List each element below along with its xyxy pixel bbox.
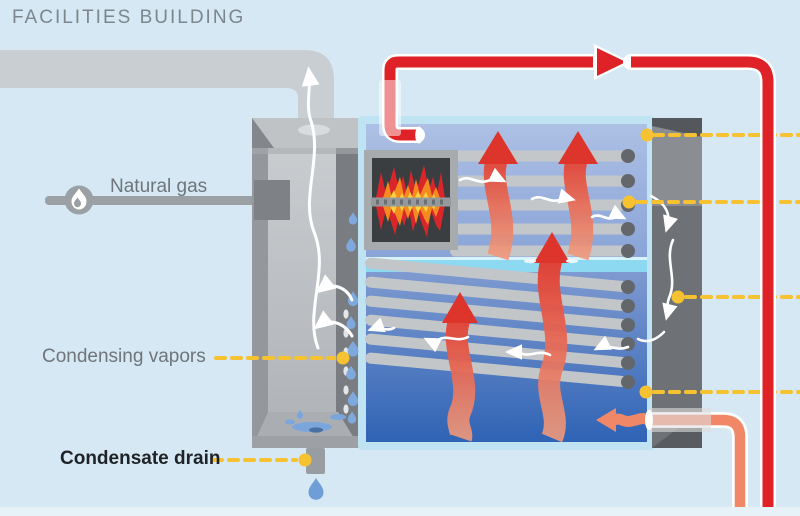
- droplet-icon: [308, 478, 324, 500]
- white-wavy-arrow-icon: [662, 238, 678, 321]
- label-natural-gas: Natural gas: [110, 176, 208, 197]
- red-wavy-arrow-icon: [483, 151, 514, 261]
- flue-flow-arrows: [367, 167, 630, 360]
- flue-rise-arrows: [301, 66, 354, 350]
- white-wavy-arrow-icon: [423, 335, 470, 353]
- pipe-sleeve: [649, 408, 711, 432]
- cold-return-pipe: [596, 408, 748, 516]
- white-wavy-arrow-icon: [313, 310, 354, 338]
- red-wavy-arrow-icon: [537, 254, 568, 443]
- white-wavy-arrow-icon: [458, 167, 507, 183]
- inlet-arrow-icon: [596, 408, 616, 432]
- white-wavy-arrow-icon: [505, 344, 552, 360]
- white-wavy-arrow-icon: [301, 66, 321, 350]
- supply-arrow-icon: [597, 48, 626, 76]
- inlet-port: [645, 410, 653, 430]
- inlet-flow-arrow: [612, 413, 651, 427]
- exhaust-duct: [0, 50, 334, 118]
- natural-gas-line: [45, 185, 268, 215]
- page-title: FACILITIES BUILDING: [12, 7, 246, 28]
- flue-chamber: [252, 118, 360, 448]
- burner: [364, 150, 458, 250]
- callout-dots: [298, 128, 685, 467]
- white-curve-icon: [636, 330, 666, 343]
- flame-icon: [71, 188, 87, 210]
- label-condensing-vapors: Condensing vapors: [42, 346, 206, 367]
- white-wavy-arrow-icon: [530, 188, 576, 204]
- heat-flow-arrows: [442, 131, 598, 443]
- white-wavy-arrow-icon: [593, 335, 630, 351]
- white-wavy-arrow-icon: [367, 317, 396, 333]
- white-wavy-arrow-icon: [590, 204, 627, 220]
- red-wavy-arrow-icon: [563, 151, 594, 261]
- label-condensate-drain: Condensate drain: [60, 448, 221, 469]
- bottom-edge-strip: [0, 507, 800, 516]
- white-wavy-arrow-icon: [315, 274, 354, 302]
- gas-valve: [254, 180, 290, 220]
- condensate-drain-pipe: [306, 448, 325, 474]
- red-wavy-arrow-icon: [445, 313, 476, 442]
- white-wavy-arrow-icon: [649, 194, 679, 233]
- gas-pipe: [45, 196, 268, 205]
- hot-supply-pipe: [379, 44, 776, 516]
- fire-icon: [371, 165, 451, 237]
- condensate-puddle: [285, 410, 346, 433]
- outlet-port: [415, 126, 423, 144]
- condensation-details: [285, 212, 359, 500]
- pipe-sleeve: [379, 80, 401, 136]
